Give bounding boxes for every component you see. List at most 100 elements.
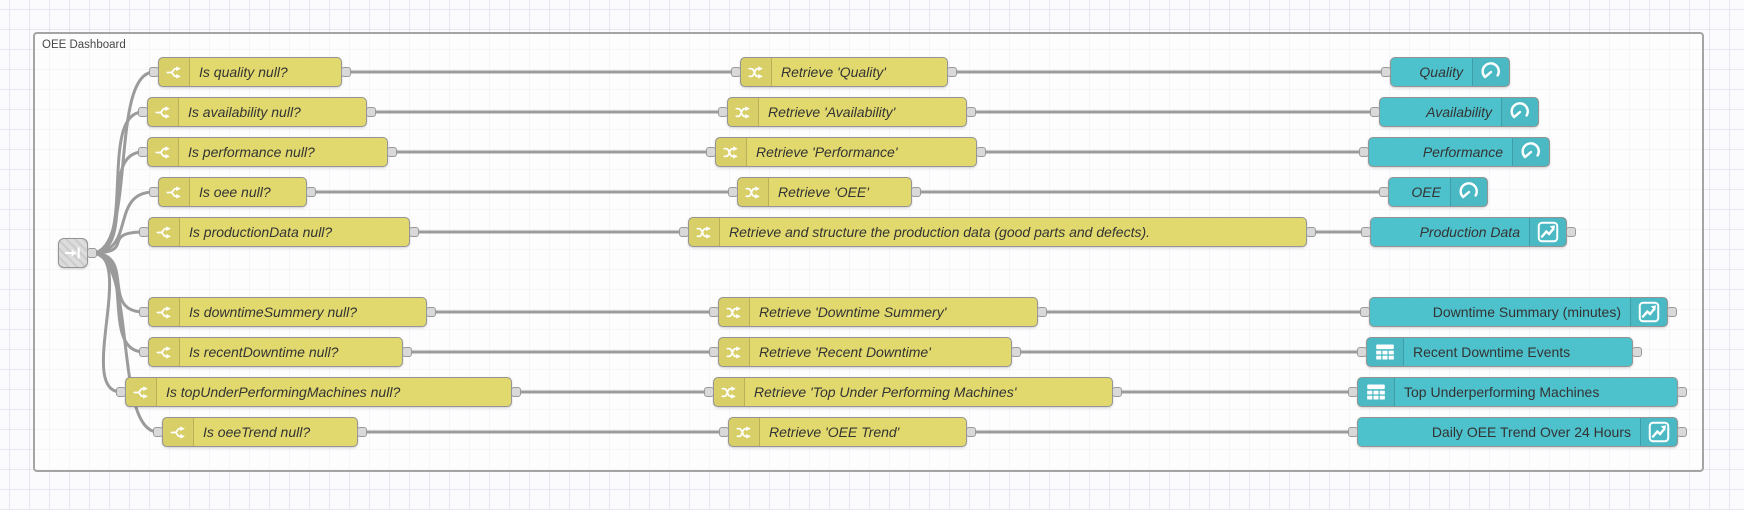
input-port[interactable] xyxy=(1381,67,1391,77)
input-port[interactable] xyxy=(116,387,126,397)
input-port[interactable] xyxy=(718,107,728,117)
gauge-node-quality[interactable]: Quality xyxy=(1381,57,1510,87)
change-node-retrieve-availability[interactable]: Retrieve 'Availability' xyxy=(718,97,976,127)
input-port[interactable] xyxy=(728,187,738,197)
switch-icon xyxy=(148,138,179,166)
switch-icon xyxy=(126,378,157,406)
wire[interactable] xyxy=(90,230,146,255)
shuffle-icon xyxy=(729,418,760,446)
input-port[interactable] xyxy=(139,347,149,357)
input-port[interactable] xyxy=(706,147,716,157)
output-port[interactable] xyxy=(402,347,412,357)
node-label: Performance xyxy=(1422,144,1503,160)
output-port[interactable] xyxy=(947,67,957,77)
output-port[interactable] xyxy=(426,307,436,317)
input-port[interactable] xyxy=(1379,187,1389,197)
output-port[interactable] xyxy=(966,107,976,117)
chart-node-downtime-summary-minutes[interactable]: Downtime Summary (minutes) xyxy=(1360,297,1677,327)
gauge-node-performance[interactable]: Performance xyxy=(1359,137,1550,167)
node-label: Is availability null? xyxy=(188,104,301,120)
wire[interactable] xyxy=(90,190,156,255)
switch-node-is-performance-null[interactable]: Is performance null? xyxy=(138,137,397,167)
output-port[interactable] xyxy=(1306,227,1316,237)
change-node-retrieve-quality[interactable]: Retrieve 'Quality' xyxy=(731,57,957,87)
change-node-retrieve-top-under-performing-machines[interactable]: Retrieve 'Top Under Performing Machines' xyxy=(704,377,1122,407)
output-port[interactable] xyxy=(1037,307,1047,317)
link-in-node[interactable] xyxy=(58,238,97,268)
node-label: Is recentDowntime null? xyxy=(189,344,339,360)
change-node-retrieve-oee[interactable]: Retrieve 'OEE' xyxy=(728,177,921,207)
output-port[interactable] xyxy=(87,248,97,258)
output-port[interactable] xyxy=(911,187,921,197)
switch-node-is-productiondata-null[interactable]: Is productionData null? xyxy=(139,217,419,247)
input-port[interactable] xyxy=(138,147,148,157)
node-label: Retrieve 'Top Under Performing Machines' xyxy=(754,384,1017,400)
input-port[interactable] xyxy=(719,427,729,437)
output-port[interactable] xyxy=(306,187,316,197)
input-port[interactable] xyxy=(1359,147,1369,157)
input-port[interactable] xyxy=(1370,107,1380,117)
chart-node-production-data[interactable]: Production Data xyxy=(1361,217,1576,247)
input-port[interactable] xyxy=(679,227,689,237)
wire[interactable] xyxy=(90,150,145,255)
input-port[interactable] xyxy=(149,187,159,197)
output-port[interactable] xyxy=(1632,347,1642,357)
chart-node-daily-oee-trend-over-24-hours[interactable]: Daily OEE Trend Over 24 Hours xyxy=(1348,417,1687,447)
input-port[interactable] xyxy=(1348,427,1358,437)
switch-node-is-quality-null[interactable]: Is quality null? xyxy=(149,57,351,87)
change-node-retrieve-performance[interactable]: Retrieve 'Performance' xyxy=(706,137,986,167)
switch-node-is-topunderperformingmachines-null[interactable]: Is topUnderPerformingMachines null? xyxy=(116,377,521,407)
table-icon xyxy=(1367,338,1404,366)
output-port[interactable] xyxy=(1677,427,1687,437)
table-node-recent-downtime-events[interactable]: Recent Downtime Events xyxy=(1357,337,1642,367)
input-port[interactable] xyxy=(1348,387,1358,397)
output-port[interactable] xyxy=(976,147,986,157)
output-port[interactable] xyxy=(387,147,397,157)
node-label: Retrieve 'Quality' xyxy=(781,64,886,80)
output-port[interactable] xyxy=(1112,387,1122,397)
output-port[interactable] xyxy=(966,427,976,437)
gauge-node-oee[interactable]: OEE xyxy=(1379,177,1488,207)
wire[interactable] xyxy=(90,251,160,434)
output-port[interactable] xyxy=(1667,307,1677,317)
change-node-retrieve-oee-trend[interactable]: Retrieve 'OEE Trend' xyxy=(719,417,976,447)
input-port[interactable] xyxy=(1361,227,1371,237)
node-label: Retrieve 'OEE Trend' xyxy=(769,424,900,440)
output-port[interactable] xyxy=(1677,387,1687,397)
switch-node-is-downtimesummery-null[interactable]: Is downtimeSummery null? xyxy=(139,297,436,327)
output-port[interactable] xyxy=(409,227,419,237)
chart-icon xyxy=(1640,418,1677,446)
gauge-icon xyxy=(1501,98,1538,126)
output-port[interactable] xyxy=(1566,227,1576,237)
input-port[interactable] xyxy=(139,227,149,237)
table-node-top-underperforming-machines[interactable]: Top Underperforming Machines xyxy=(1348,377,1687,407)
input-port[interactable] xyxy=(138,107,148,117)
input-port[interactable] xyxy=(709,307,719,317)
input-port[interactable] xyxy=(149,67,159,77)
output-port[interactable] xyxy=(366,107,376,117)
switch-icon xyxy=(149,298,180,326)
node-label: Is oee null? xyxy=(199,184,271,200)
input-port[interactable] xyxy=(1357,347,1367,357)
gauge-node-availability[interactable]: Availability xyxy=(1370,97,1539,127)
input-port[interactable] xyxy=(1360,307,1370,317)
change-node-retrieve-recent-downtime[interactable]: Retrieve 'Recent Downtime' xyxy=(709,337,1021,367)
input-port[interactable] xyxy=(709,347,719,357)
switch-node-is-oeetrend-null[interactable]: Is oeeTrend null? xyxy=(153,417,367,447)
switch-node-is-availability-null[interactable]: Is availability null? xyxy=(138,97,376,127)
output-port[interactable] xyxy=(357,427,367,437)
output-port[interactable] xyxy=(341,67,351,77)
input-port[interactable] xyxy=(731,67,741,77)
gauge-icon xyxy=(1512,138,1549,166)
input-port[interactable] xyxy=(139,307,149,317)
change-node-retrieve-production-data[interactable]: Retrieve and structure the production da… xyxy=(679,217,1316,247)
switch-node-is-oee-null[interactable]: Is oee null? xyxy=(149,177,316,207)
input-port[interactable] xyxy=(153,427,163,437)
output-port[interactable] xyxy=(511,387,521,397)
output-port[interactable] xyxy=(1011,347,1021,357)
change-node-retrieve-downtime-summery[interactable]: Retrieve 'Downtime Summery' xyxy=(709,297,1047,327)
switch-node-is-recentdowntime-null[interactable]: Is recentDowntime null? xyxy=(139,337,412,367)
input-port[interactable] xyxy=(704,387,714,397)
